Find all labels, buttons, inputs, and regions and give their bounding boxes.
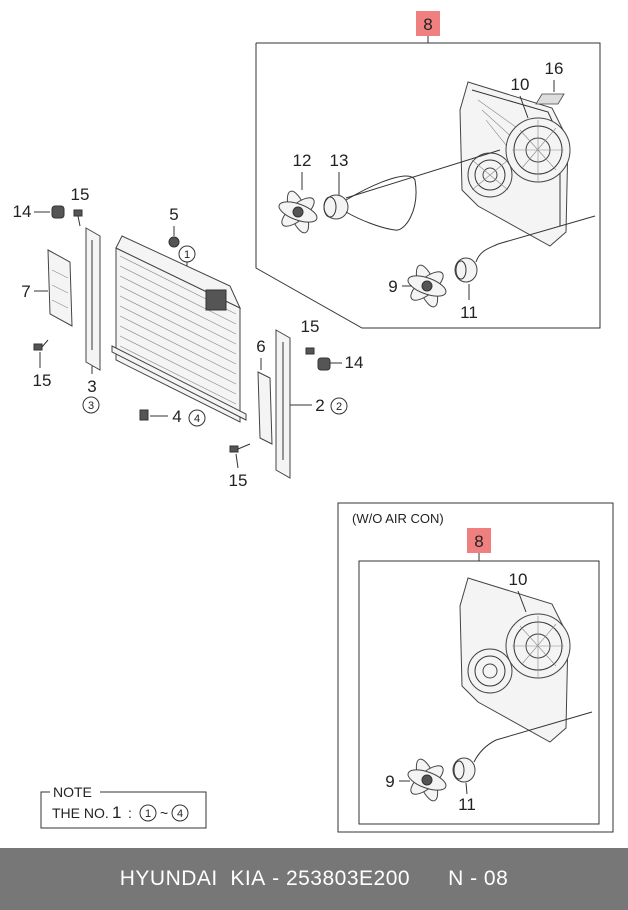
- callout-8-top[interactable]: 8: [416, 11, 440, 43]
- fan-blade-12: [278, 190, 318, 234]
- bolt-15-right: [305, 347, 315, 355]
- footer-brand: HYUNDAI KIA: [119, 867, 266, 890]
- footer-bar: HYUNDAI KIA - 253803E200 N - 08: [0, 848, 628, 910]
- svg-text:13: 13: [330, 151, 349, 170]
- callout-10-top[interactable]: 10: [511, 75, 530, 119]
- leader-connector-3: [495, 711, 593, 741]
- svg-text:10: 10: [511, 75, 530, 94]
- footer-spacer: [410, 867, 448, 891]
- callout-3-circled[interactable]: 3: [82, 396, 100, 414]
- svg-text:11: 11: [460, 303, 478, 322]
- bolt-15-bottom: [229, 443, 251, 453]
- footer-page: N - 08: [448, 867, 509, 890]
- variant-box: [337, 502, 614, 833]
- fan-blade-9-bottom: [407, 758, 447, 802]
- bolt-15-top: [73, 209, 83, 227]
- svg-text:2: 2: [336, 401, 342, 413]
- svg-text:8: 8: [423, 15, 432, 34]
- callout-14-right[interactable]: 14: [330, 353, 363, 372]
- svg-text:12: 12: [293, 151, 312, 170]
- air-guard-6: [257, 371, 273, 445]
- note-range-end: 4: [171, 804, 189, 822]
- svg-text:4: 4: [177, 808, 183, 820]
- svg-text:5: 5: [169, 205, 178, 224]
- fan-shroud-top: [459, 81, 571, 247]
- callout-5[interactable]: 5: [169, 205, 179, 236]
- svg-text:9: 9: [388, 277, 397, 296]
- callout-9-bottom[interactable]: 9: [385, 772, 410, 791]
- air-guard-7: [47, 249, 73, 327]
- callout-15-top[interactable]: 15: [71, 185, 90, 204]
- side-bracket-2: [275, 329, 291, 479]
- callout-15-left[interactable]: 15: [33, 352, 52, 390]
- note-prefix: THE NO.: [52, 805, 109, 821]
- callout-7[interactable]: 7: [21, 282, 48, 301]
- leader-connector-2: [497, 215, 596, 245]
- svg-text:2: 2: [315, 396, 324, 415]
- callout-4-circled[interactable]: 4: [188, 409, 206, 427]
- callout-13[interactable]: 13: [330, 151, 349, 195]
- svg-text:15: 15: [229, 471, 248, 490]
- note-number: 1: [112, 803, 121, 822]
- leader-connector: [345, 149, 501, 199]
- footer-part-number: 253803E200: [285, 867, 411, 890]
- callout-2-circled[interactable]: 2: [330, 397, 348, 415]
- svg-text:1: 1: [145, 808, 151, 820]
- svg-text:10: 10: [509, 570, 528, 589]
- callout-11-bottom[interactable]: 11: [458, 782, 476, 814]
- bolt-15-left: [33, 339, 49, 351]
- fan-shroud-bottom: [459, 577, 571, 743]
- svg-text:14: 14: [345, 353, 364, 372]
- callout-6[interactable]: 6: [256, 337, 266, 370]
- callout-4[interactable]: 4: [150, 407, 182, 426]
- callout-11-top[interactable]: 11: [460, 284, 478, 322]
- note-range-start: 1: [139, 804, 157, 822]
- fan-assembly-frame-top: [255, 42, 601, 329]
- callout-15-right[interactable]: 15: [301, 317, 320, 336]
- svg-text:3: 3: [87, 377, 96, 396]
- note-title: NOTE: [53, 784, 92, 800]
- svg-text:15: 15: [301, 317, 320, 336]
- variant-label: (W/O AIR CON): [352, 511, 444, 526]
- drain-plug-4: [139, 409, 149, 421]
- callout-2[interactable]: 2: [290, 396, 325, 415]
- rubber-mount-14-left: [51, 205, 65, 219]
- callout-15-bottom[interactable]: 15: [229, 453, 248, 490]
- callout-14-left[interactable]: 14: [13, 202, 50, 221]
- side-bracket-3: [85, 227, 101, 371]
- note-colon: :: [128, 805, 132, 821]
- svg-text:4: 4: [172, 407, 181, 426]
- callout-16[interactable]: 16: [545, 59, 564, 92]
- svg-text:15: 15: [33, 371, 52, 390]
- svg-text:15: 15: [71, 185, 90, 204]
- svg-text:14: 14: [13, 202, 32, 221]
- note-box: [40, 791, 207, 829]
- svg-text:4: 4: [194, 413, 200, 425]
- cap-5: [168, 236, 180, 248]
- svg-text:7: 7: [21, 282, 30, 301]
- svg-text:6: 6: [256, 337, 265, 356]
- svg-text:11: 11: [458, 795, 476, 814]
- svg-text:3: 3: [88, 400, 94, 412]
- svg-text:1: 1: [184, 249, 190, 261]
- callout-9-top[interactable]: 9: [388, 277, 412, 296]
- fan-motor-13: [323, 175, 417, 231]
- rubber-mount-14-right: [317, 357, 331, 371]
- callout-12[interactable]: 12: [293, 151, 312, 190]
- parts-diagram: 8 16 10 12: [13, 11, 614, 833]
- note-tilde: ~: [160, 805, 168, 821]
- fan-motor-11-top: [454, 243, 499, 283]
- svg-text:16: 16: [545, 59, 564, 78]
- radiator-core: [111, 235, 247, 423]
- callout-8-bottom[interactable]: 8: [467, 528, 491, 561]
- svg-text:8: 8: [474, 532, 483, 551]
- fan-blade-9-top: [407, 264, 447, 308]
- callout-10-bottom[interactable]: 10: [509, 570, 528, 613]
- fan-motor-11-bottom: [452, 739, 497, 783]
- label-sticker-16: [535, 93, 565, 105]
- callout-3[interactable]: 3: [87, 366, 97, 396]
- svg-text:9: 9: [385, 772, 394, 791]
- footer-separator: -: [265, 867, 286, 890]
